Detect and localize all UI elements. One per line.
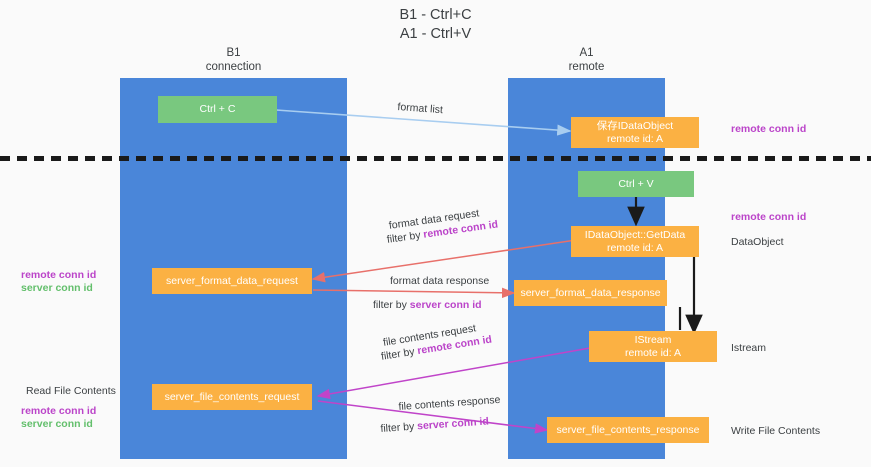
node-server-format-data-request-label: server_format_data_request [166, 274, 298, 287]
node-getdata-subtitle: remote id: A [606, 241, 664, 254]
node-ctrl-v-label: Ctrl + V [618, 177, 654, 190]
edge-label-filter-key-2: server conn id [409, 299, 482, 311]
edge-label-file-contents-response-text: file contents response [398, 393, 501, 413]
node-ctrl-v[interactable]: Ctrl + V [578, 171, 694, 197]
node-server-file-contents-response-label: server_file_contents_response [556, 423, 700, 436]
node-getdata-title: IDataObject::GetData [584, 228, 686, 241]
edge-label-format-list: format list [397, 100, 443, 117]
edge-label-filter-prefix-2: filter by [373, 299, 410, 311]
edge-label-format-data-response-filter: filter by server conn id [373, 298, 482, 312]
title-line-1: B1 - Ctrl+C [399, 7, 472, 23]
edge-label-file-contents-response: file contents response [398, 393, 501, 414]
column-b1-sub: connection [205, 61, 262, 73]
left-label-server-conn-id-2: server conn id [21, 418, 93, 430]
node-istream[interactable]: IStream remote id: A [589, 331, 717, 362]
node-server-format-data-response[interactable]: server_format_data_response [514, 280, 667, 306]
right-label-remote-conn-id-top: remote conn id [731, 123, 807, 135]
diagram-title: B1 - Ctrl+C A1 - Ctrl+V [0, 6, 871, 44]
node-idataobject-getdata[interactable]: IDataObject::GetData remote id: A [571, 226, 699, 257]
node-istream-title: IStream [634, 333, 672, 346]
right-label-dataobject: DataObject [731, 236, 784, 248]
node-idataobject-title: 保存IDataObject [596, 119, 674, 132]
column-header-b1: B1 connection [120, 46, 347, 74]
node-idataobject-subtitle: remote id: A [606, 132, 664, 145]
edge-label-filter-key-4: server conn id [416, 415, 490, 433]
node-server-file-contents-request-label: server_file_contents_request [164, 390, 300, 403]
node-ctrl-c-label: Ctrl + C [199, 103, 236, 115]
edge-label-file-contents-response-filter: filter by server conn id [380, 414, 489, 436]
left-label-remote-conn-id: remote conn id [21, 269, 97, 281]
column-header-a1: A1 remote [508, 46, 665, 74]
node-server-format-data-response-label: server_format_data_response [520, 286, 661, 299]
right-label-write-file-contents: Write File Contents [731, 425, 821, 437]
edge-label-format-list-text: format list [397, 100, 444, 117]
node-server-file-contents-response[interactable]: server_file_contents_response [547, 417, 709, 443]
column-b1-name: B1 [226, 47, 241, 59]
right-label-remote-conn-id-mid: remote conn id [731, 211, 807, 223]
edge-label-filter-prefix: filter by [386, 228, 425, 246]
edge-label-format-data-response-text: format data response [390, 275, 490, 287]
edge-label-format-data-response: format data response [390, 274, 489, 288]
left-label-remote-conn-id-2: remote conn id [21, 405, 97, 417]
node-ctrl-c[interactable]: Ctrl + C [158, 96, 277, 123]
node-istream-subtitle: remote id: A [624, 346, 682, 359]
column-a1-name: A1 [579, 47, 594, 59]
left-label-read-file-contents: Read File Contents [26, 385, 116, 397]
node-server-format-data-request[interactable]: server_format_data_request [152, 268, 312, 294]
phase-divider [0, 156, 871, 161]
edge-label-filter-prefix-4: filter by [380, 420, 418, 435]
node-server-file-contents-request[interactable]: server_file_contents_request [152, 384, 312, 410]
column-a1-sub: remote [568, 61, 605, 73]
right-label-istream: Istream [731, 342, 767, 354]
node-idataobject[interactable]: 保存IDataObject remote id: A [571, 117, 699, 148]
left-label-server-conn-id: server conn id [21, 282, 93, 294]
title-line-2: A1 - Ctrl+V [399, 26, 472, 42]
